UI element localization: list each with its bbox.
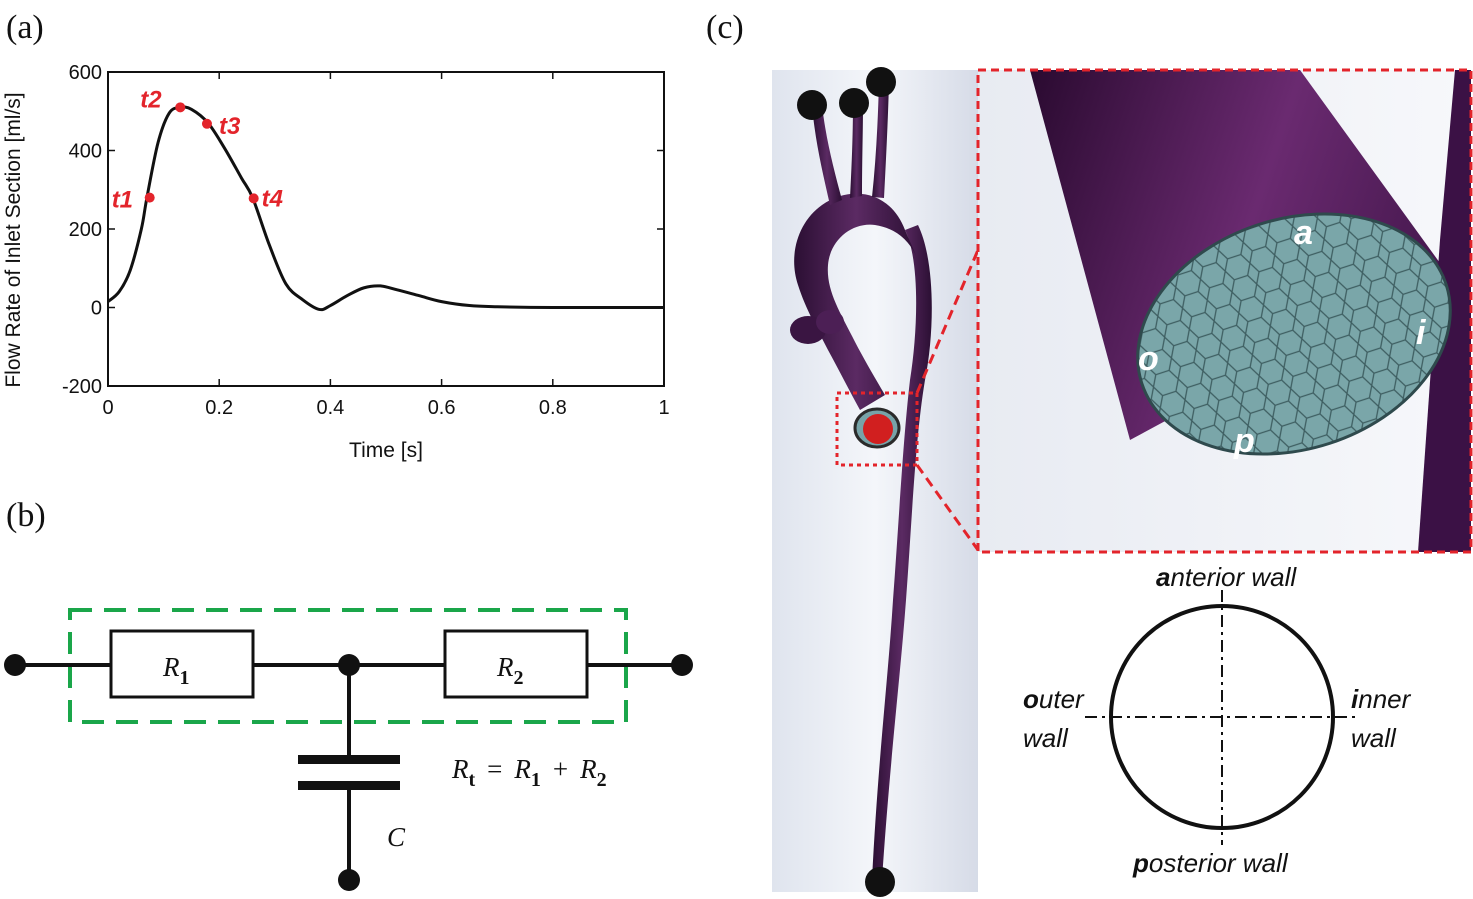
- x-axis-label: Time [s]: [349, 439, 423, 462]
- branch-3: [872, 82, 889, 198]
- panel-label-a: (a): [6, 9, 44, 46]
- inner-wall-label: inner: [1351, 684, 1412, 714]
- outer-wall-label-line2: wall: [1023, 723, 1069, 753]
- panel-label-b: (b): [6, 497, 46, 534]
- y-tick-label: 200: [69, 219, 102, 241]
- marker-label-t2: t2: [140, 86, 162, 113]
- aortic-arch: [794, 193, 918, 410]
- zoom-inlet-mesh: a i o p: [976, 68, 1473, 554]
- terminal-right: [671, 654, 693, 676]
- y-ticks: -200 0 200 400 600: [62, 62, 664, 398]
- inlet-mesh-face: [1136, 212, 1452, 456]
- plot-frame: [107, 71, 665, 387]
- r2-label: R2: [496, 652, 524, 689]
- x-tick-label: 0.4: [316, 397, 344, 419]
- time-markers: t1 t2 t3 t4: [112, 86, 283, 213]
- inlet-highlight-box: [835, 391, 919, 467]
- zoom-label-i: i: [1416, 314, 1427, 352]
- marker-t3: [201, 118, 212, 129]
- zoom-label-o: o: [1138, 340, 1159, 378]
- descending-aorta: [872, 225, 932, 880]
- anterior-wall-label: anterior wall: [1156, 562, 1297, 592]
- x-tick-label: 0: [102, 397, 113, 419]
- windkessel-circuit: R1 R2 C Rt=R1+R2: [4, 608, 693, 891]
- resistor-r2: [443, 629, 589, 699]
- panel-label-c: (c): [706, 9, 744, 46]
- x-tick-label: 0.8: [539, 397, 567, 419]
- resistor-r1: [109, 629, 255, 699]
- total-resistance-equation: Rt=R1+R2: [451, 754, 607, 791]
- aortic-root-bulge-2: [816, 310, 844, 334]
- zoom-label-a: a: [1294, 214, 1313, 252]
- terminal-left: [4, 654, 26, 676]
- terminal-ground: [338, 869, 360, 891]
- branch-2: [850, 103, 863, 198]
- y-axis-label: Flow Rate of Inlet Section [ml/s]: [2, 92, 25, 387]
- posterior-wall-label: posterior wall: [1132, 848, 1289, 878]
- outlet-node-bottom: [865, 867, 895, 897]
- aorta-model: [772, 67, 978, 897]
- y-tick-label: -200: [62, 376, 102, 398]
- zoom-connector-top: [915, 249, 980, 394]
- r1-label: R1: [162, 652, 190, 689]
- zoom-frame: [976, 68, 1473, 554]
- capacitor-label: C: [387, 822, 406, 852]
- branch-1: [812, 105, 842, 205]
- outlet-node-2: [839, 88, 869, 118]
- marker-label-t1: t1: [112, 187, 133, 214]
- x-tick-label: 0.6: [428, 397, 456, 419]
- marker-label-t3: t3: [219, 113, 241, 140]
- zoom-label-p: p: [1233, 422, 1255, 460]
- marker-t4: [248, 193, 259, 204]
- outer-wall-label: outer: [1023, 684, 1085, 714]
- marker-t2: [175, 102, 186, 113]
- marker-label-t4: t4: [262, 185, 283, 212]
- y-tick-label: 600: [69, 62, 102, 84]
- x-ticks: 0 0.2 0.4 0.6 0.8 1: [102, 72, 670, 419]
- outlet-node-1: [797, 90, 827, 120]
- inner-wall-label-line2: wall: [1351, 723, 1397, 753]
- flow-rate-line: [107, 105, 665, 312]
- y-tick-label: 0: [91, 298, 102, 320]
- marker-t1: [144, 192, 155, 203]
- outlet-node-3: [866, 67, 896, 97]
- zoom-connector-bottom: [915, 464, 980, 551]
- inlet-marker: [863, 414, 893, 444]
- x-tick-label: 1: [658, 397, 669, 419]
- capacitor-plate-top: [298, 755, 400, 764]
- capacitor-plate-bottom: [298, 781, 400, 790]
- wall-orientation-diagram: anterior wall posterior wall outer wall …: [1023, 562, 1412, 878]
- y-tick-label: 400: [69, 141, 102, 163]
- x-tick-label: 0.2: [205, 397, 233, 419]
